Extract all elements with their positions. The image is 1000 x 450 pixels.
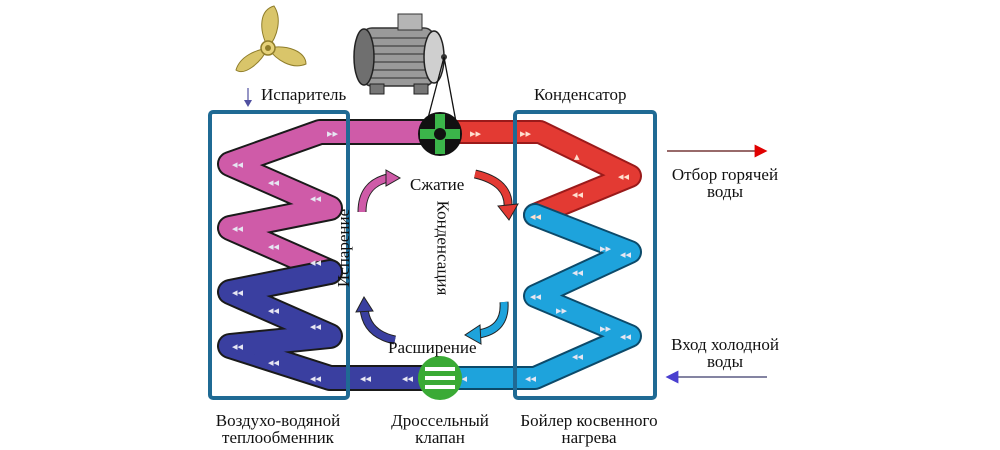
heat-exchanger-label-line1: Воздухо-водяной xyxy=(215,411,341,430)
throttle-valve-icon xyxy=(418,356,462,400)
condenser-frame xyxy=(513,110,657,400)
cold-water-label-line2: воды xyxy=(707,352,743,371)
svg-text:▴: ▴ xyxy=(574,150,580,163)
svg-text:▸▸: ▸▸ xyxy=(327,127,339,140)
compressor-cross-icon xyxy=(418,112,462,156)
condenser-label: Конденсатор xyxy=(534,85,627,104)
svg-text:▸▸: ▸▸ xyxy=(556,304,568,317)
drive-belt xyxy=(426,56,457,123)
svg-text:◂◂: ◂◂ xyxy=(268,356,280,369)
boiler-label-line2: нагрева xyxy=(561,428,617,447)
hot-water-label-line1: Отбор горячей xyxy=(671,165,779,184)
throttle-valve-label-line1: Дроссельный xyxy=(391,411,489,430)
evaporator-label: Испаритель xyxy=(261,85,347,104)
svg-text:◂◂: ◂◂ xyxy=(572,350,584,363)
evaporation-label: Испарение xyxy=(334,208,354,288)
svg-text:▸▸: ▸▸ xyxy=(600,242,612,255)
svg-text:◂◂: ◂◂ xyxy=(232,286,244,299)
expansion-label: Расширение xyxy=(388,338,477,357)
heat-exchanger-label: Воздухо-водяной теплообменник xyxy=(198,412,358,446)
svg-text:◂◂: ◂◂ xyxy=(310,320,322,333)
svg-text:◂◂: ◂◂ xyxy=(232,340,244,353)
condenser-coil xyxy=(418,120,642,390)
svg-text:▸▸: ▸▸ xyxy=(470,127,482,140)
svg-text:◂◂: ◂◂ xyxy=(530,290,542,303)
evaporator-frame xyxy=(208,110,350,400)
svg-text:◂◂: ◂◂ xyxy=(310,372,322,385)
cycle-arrow-evaporation xyxy=(357,169,402,213)
svg-text:▸▸: ▸▸ xyxy=(600,322,612,335)
boiler-label: Бойлер косвенного нагрева xyxy=(504,412,674,446)
cycle-arrow-expansion xyxy=(355,296,397,345)
svg-text:◂◂: ◂◂ xyxy=(620,330,632,343)
svg-text:◂◂: ◂◂ xyxy=(618,170,630,183)
svg-text:◂◂: ◂◂ xyxy=(310,256,322,269)
electric-motor-icon xyxy=(353,13,447,95)
svg-text:◂◂: ◂◂ xyxy=(402,372,414,385)
cold-water-label-line1: Вход холодной xyxy=(671,335,779,354)
condensation-label: Конденсация xyxy=(432,200,452,296)
svg-text:◂◂: ◂◂ xyxy=(572,188,584,201)
cycle-arrow-condensation xyxy=(464,301,509,345)
svg-text:◂◂: ◂◂ xyxy=(268,304,280,317)
svg-text:◂◂: ◂◂ xyxy=(530,210,542,223)
svg-text:◂◂: ◂◂ xyxy=(310,192,322,205)
svg-text:◂◂: ◂◂ xyxy=(620,248,632,261)
svg-text:◂◂: ◂◂ xyxy=(360,372,372,385)
boiler-label-line1: Бойлер косвенного xyxy=(520,411,658,430)
throttle-valve-label-line2: клапан xyxy=(415,428,465,447)
airflow-arrow-icon xyxy=(244,88,252,107)
hot-water-label: Отбор горячей воды xyxy=(660,166,790,200)
propeller-fan-icon xyxy=(235,5,307,72)
hot-water-label-line2: воды xyxy=(707,182,743,201)
cold-water-label: Вход холодной воды xyxy=(660,336,790,370)
svg-text:◂◂: ◂◂ xyxy=(268,240,280,253)
svg-text:◂◂: ◂◂ xyxy=(525,372,537,385)
svg-text:◂◂: ◂◂ xyxy=(572,266,584,279)
compression-label: Сжатие xyxy=(410,175,465,194)
svg-text:◂◂: ◂◂ xyxy=(232,158,244,171)
throttle-valve-label: Дроссельный клапан xyxy=(370,412,510,446)
svg-text:◂◂: ◂◂ xyxy=(232,222,244,235)
svg-text:◂◂: ◂◂ xyxy=(268,176,280,189)
heat-exchanger-label-line2: теплообменник xyxy=(222,428,334,447)
cycle-arrow-compression xyxy=(473,169,519,221)
svg-text:▸▸: ▸▸ xyxy=(520,127,532,140)
